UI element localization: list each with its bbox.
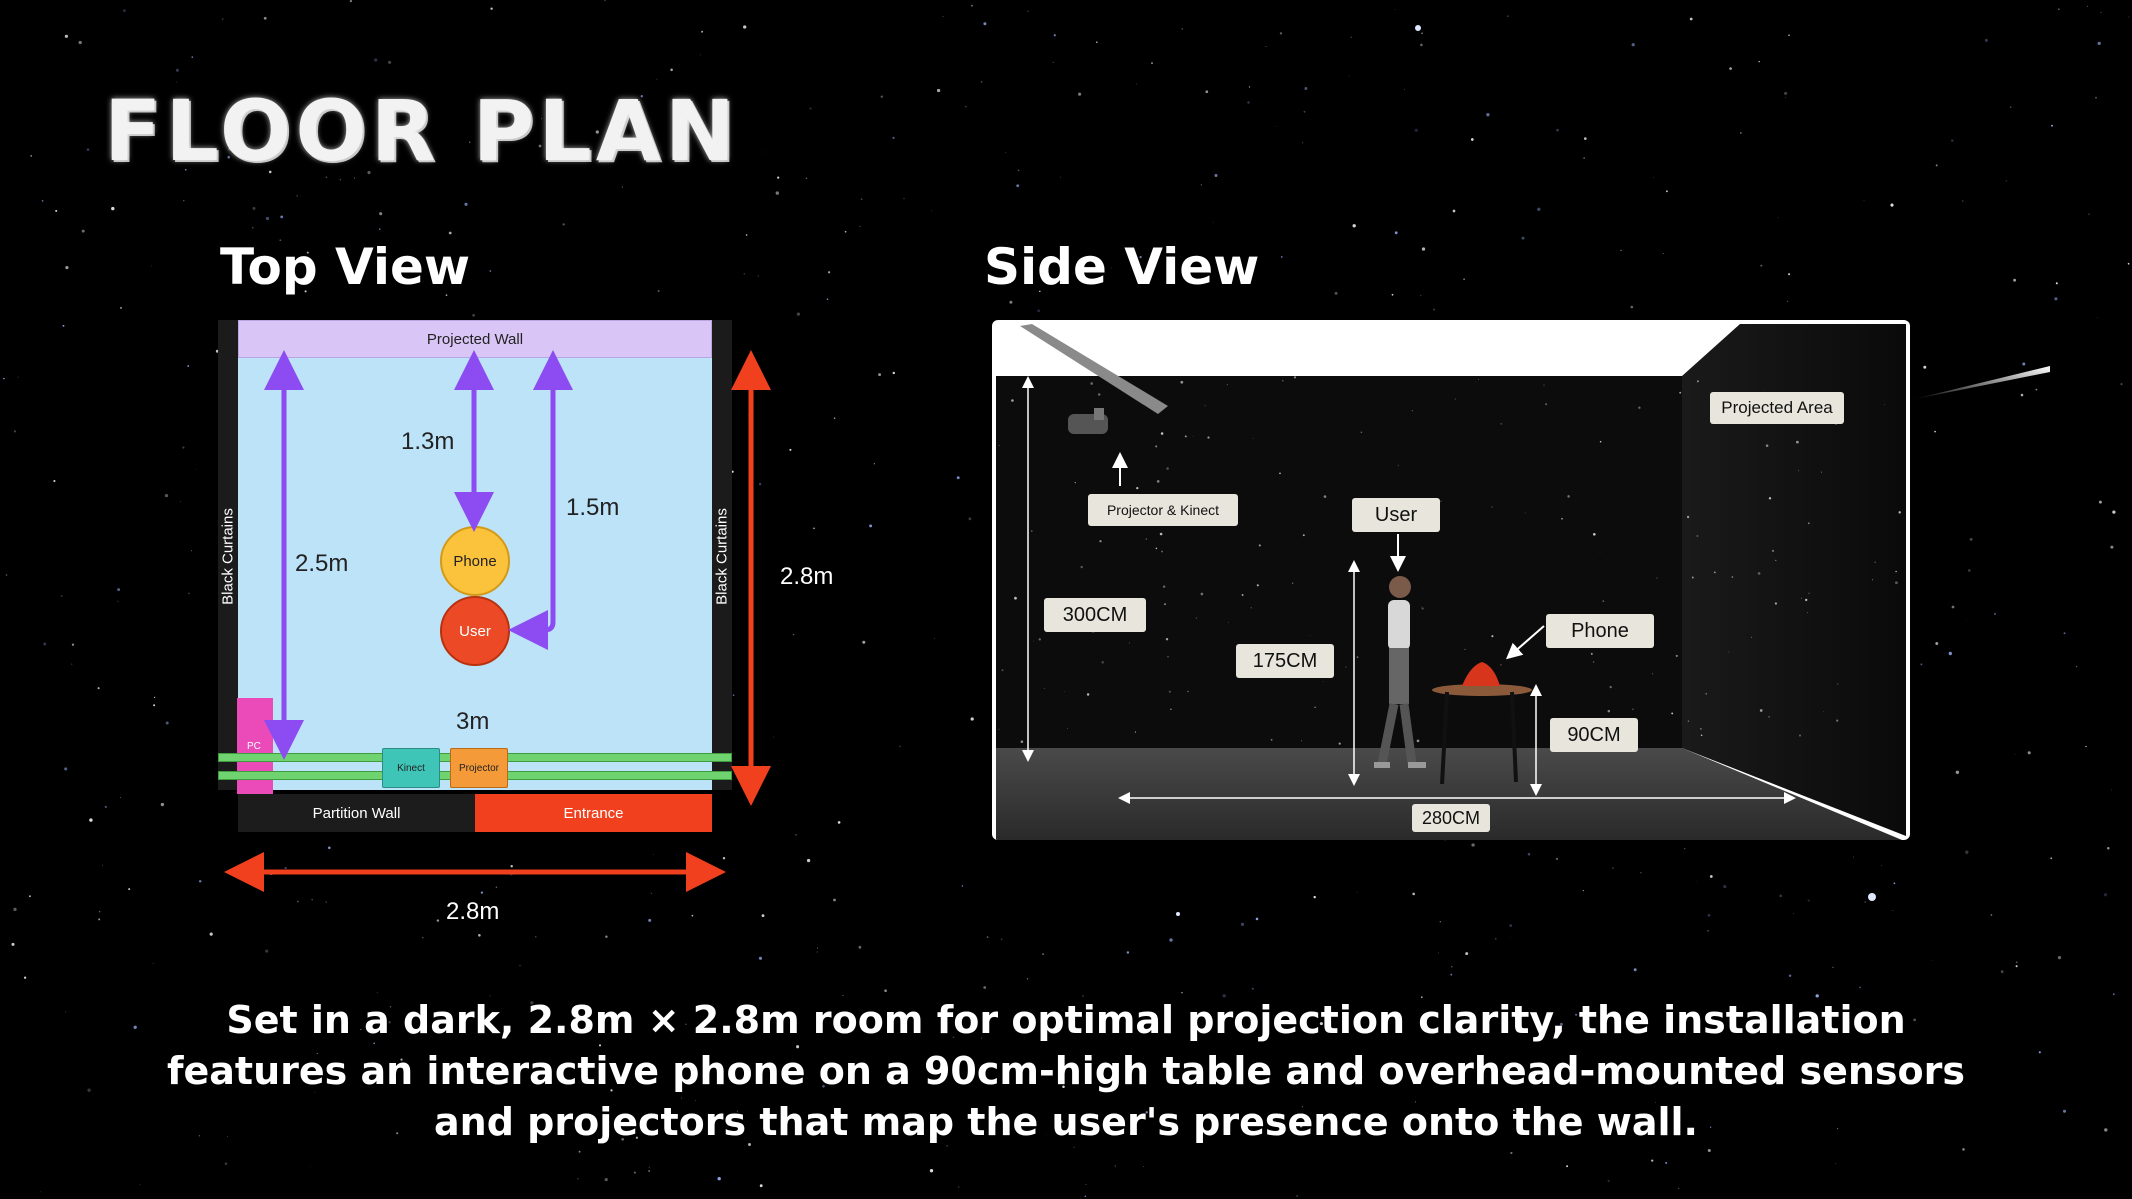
pc-label: PC bbox=[247, 741, 261, 752]
right-curtain-strip bbox=[712, 320, 732, 790]
kinect-box: Kinect bbox=[382, 748, 440, 788]
side-view-diagram: Projected Area Projector & Kinect User P… bbox=[992, 320, 1910, 840]
side-view-heading: Side View bbox=[984, 238, 1260, 296]
dim-2-5m: 2.5m bbox=[295, 550, 349, 577]
left-curtain-strip bbox=[218, 320, 238, 790]
shooting-star bbox=[1910, 366, 2050, 400]
height-90cm-tag: 90CM bbox=[1550, 718, 1638, 752]
phone-tag: Phone bbox=[1546, 614, 1654, 648]
user-circle: User bbox=[440, 596, 510, 666]
projector-box: Projector bbox=[450, 748, 508, 788]
partition-wall: Partition Wall bbox=[238, 794, 475, 832]
projected-area-tag: Projected Area bbox=[1710, 392, 1844, 424]
dim-width-2-8m: 2.8m bbox=[446, 898, 500, 925]
dim-1-3m: 1.3m bbox=[401, 428, 455, 455]
side-view-room bbox=[996, 324, 1906, 840]
projector-kinect-tag: Projector & Kinect bbox=[1088, 494, 1238, 526]
height-175cm-tag: 175CM bbox=[1236, 644, 1334, 678]
dim-1-5m: 1.5m bbox=[566, 494, 620, 521]
top-view-heading: Top View bbox=[220, 238, 471, 296]
arrow-1-5m bbox=[508, 350, 573, 650]
width-280cm-tag: 280CM bbox=[1412, 804, 1490, 832]
description-text: Set in a dark, 2.8m × 2.8m room for opti… bbox=[166, 998, 1966, 1144]
page-title: FLOOR PLAN bbox=[104, 82, 740, 180]
entrance: Entrance bbox=[475, 794, 712, 832]
user-tag: User bbox=[1352, 498, 1440, 532]
dim-3m: 3m bbox=[456, 708, 490, 735]
height-300cm-tag: 300CM bbox=[1044, 598, 1146, 632]
top-view-arrows bbox=[224, 350, 771, 892]
dim-height-2-8m: 2.8m bbox=[780, 563, 834, 590]
